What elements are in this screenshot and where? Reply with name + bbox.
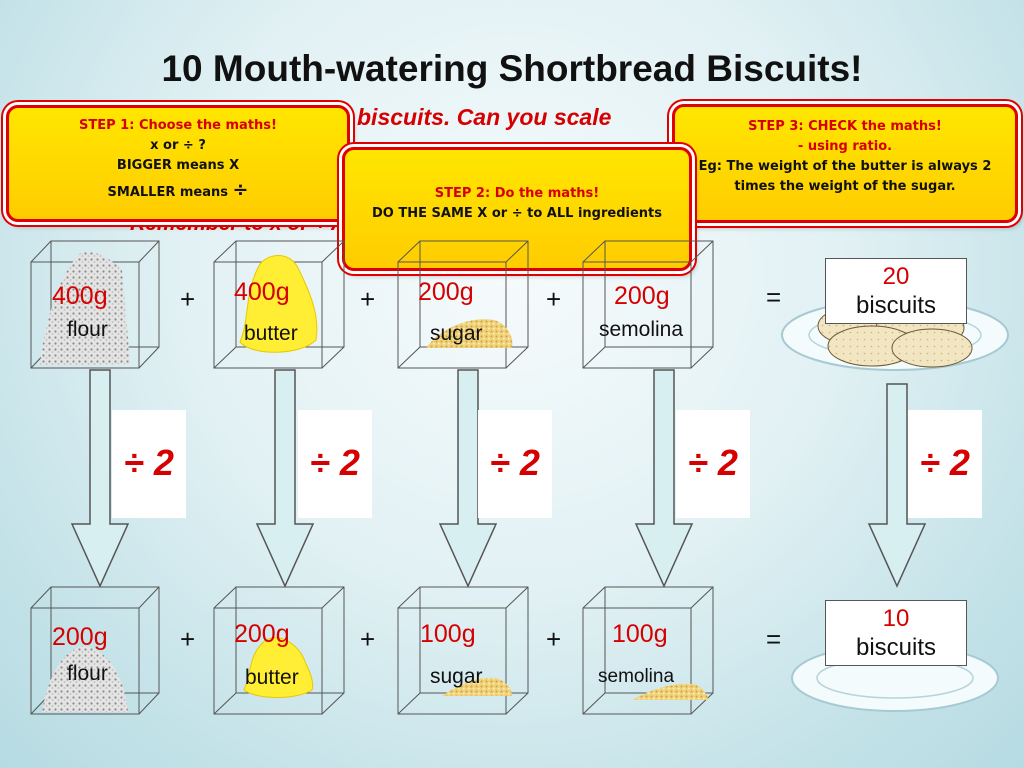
top-biscuit-count: 20: [882, 263, 910, 290]
flour-pile-icon: [40, 251, 130, 366]
sugar-pile-icon: [442, 677, 512, 696]
step3-line2: Eg: The weight of the butter is always 2…: [698, 159, 992, 195]
bottom-sugar-amount: 100g: [420, 620, 476, 648]
bottom-flour-name: flour: [67, 662, 108, 685]
step1-line2: BIGGER means X: [116, 158, 240, 174]
bottom-butter-box: [213, 586, 345, 715]
bottom-flour-amount: 200g: [52, 623, 108, 651]
top-butter-box: [213, 240, 345, 369]
bottom-semolina-name: semolina: [598, 666, 675, 687]
top-biscuit-word: biscuits: [855, 292, 937, 319]
arrow-butter: [255, 369, 315, 588]
sugar-pile-icon: [426, 319, 513, 348]
top-flour-amount: 400g: [52, 282, 108, 310]
top-semolina-name: semolina: [599, 318, 684, 341]
step2-line1: DO THE SAME X or ÷ to ALL ingredients: [372, 206, 662, 222]
divide-label-butter: ÷ 2: [298, 410, 372, 518]
bottom-biscuit-count: 10: [882, 605, 910, 632]
bottom-butter-name: butter: [245, 666, 299, 689]
bottom-semolina-amount: 100g: [612, 620, 668, 648]
divide-label-sugar: ÷ 2: [478, 410, 552, 518]
top-semolina-amount: 200g: [614, 282, 670, 310]
bottom-result-label: 10 biscuits: [825, 600, 967, 666]
butter-block-icon: [243, 637, 314, 698]
top-result-label: 20 biscuits: [825, 258, 967, 324]
top-butter-amount: 400g: [234, 278, 290, 306]
step3-line1: - using ratio.: [797, 139, 893, 155]
arrow-flour: [70, 369, 130, 588]
plus-operator: +: [546, 624, 562, 654]
step3-heading: STEP 3: CHECK the maths!: [748, 119, 942, 134]
divide-label-flour: ÷ 2: [112, 410, 186, 518]
top-semolina-box: [582, 240, 714, 369]
step1-line3: SMALLER means ÷: [107, 179, 249, 202]
bottom-sugar-box: [397, 586, 529, 715]
step1-heading: STEP 1: Choose the maths!: [79, 118, 277, 133]
plus-operator: +: [360, 284, 376, 314]
top-butter-name: butter: [244, 322, 298, 345]
divide-symbol: ÷: [232, 179, 249, 202]
divide-label-biscuits: ÷ 2: [908, 410, 982, 518]
step1-line1: x or ÷ ?: [150, 138, 206, 154]
arrow-semolina: [634, 369, 694, 588]
bottom-biscuit-word: biscuits: [855, 634, 937, 661]
bottom-sugar-name: sugar: [430, 665, 483, 688]
plus-operator: +: [180, 284, 196, 314]
top-flour-name: flour: [67, 318, 108, 341]
bottom-flour-box: [30, 586, 160, 715]
slide-title: 10 Mouth-watering Shortbread Biscuits!: [161, 48, 863, 89]
arrow-biscuits: [867, 383, 927, 588]
arrow-sugar: [438, 369, 498, 588]
step2-box: STEP 2: Do the maths! DO THE SAME X or ÷…: [342, 147, 692, 271]
bottom-semolina-box: [582, 586, 714, 715]
semolina-pile-icon: [632, 683, 708, 700]
plus-operator: +: [546, 284, 562, 314]
step2-heading: STEP 2: Do the maths!: [434, 186, 600, 201]
flour-pile-icon: [42, 646, 128, 712]
top-sugar-name: sugar: [430, 322, 483, 345]
divide-label-semolina: ÷ 2: [676, 410, 750, 518]
top-sugar-amount: 200g: [418, 278, 474, 306]
plus-operator: +: [360, 624, 376, 654]
equals-operator: =: [766, 282, 782, 312]
butter-block-icon: [239, 255, 318, 353]
subtitle-text: biscuits. Can you scale: [357, 104, 612, 130]
plus-operator: +: [180, 624, 196, 654]
top-flour-box: [30, 240, 160, 369]
equals-operator: =: [766, 624, 782, 654]
top-sugar-box: [397, 240, 529, 369]
bottom-butter-amount: 200g: [234, 620, 290, 648]
